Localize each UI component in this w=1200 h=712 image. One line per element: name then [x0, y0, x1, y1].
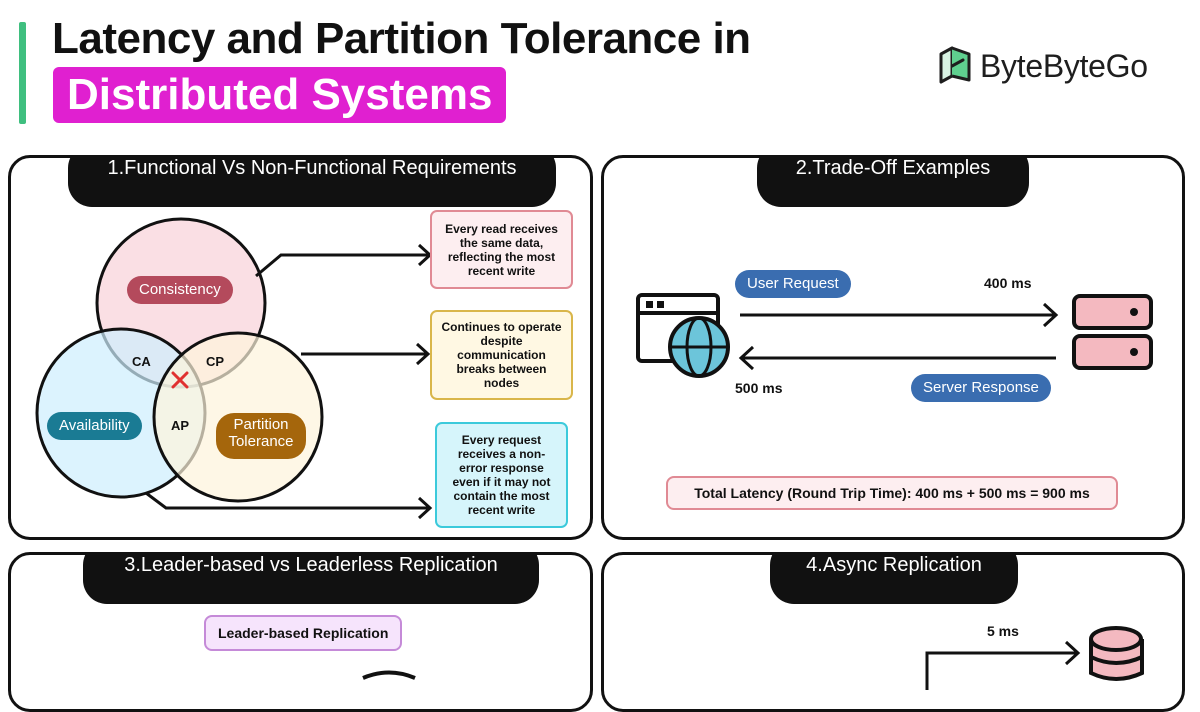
- note-consistency: Every read receives the same data, refle…: [430, 210, 573, 289]
- note-availability: Every request receives a non-error respo…: [435, 422, 568, 528]
- bytebytego-logo-icon: [939, 46, 971, 84]
- replication-arrow: [925, 651, 1077, 690]
- note-partition-tolerance: Continues to operate despite communicati…: [430, 310, 573, 400]
- cp-region-label: CP: [206, 354, 225, 369]
- arrow-availability: [145, 491, 429, 510]
- consistency-label: Consistency: [127, 276, 233, 304]
- async-diagram: [925, 626, 1144, 690]
- database-icon: [1089, 626, 1144, 681]
- partition-tolerance-label: Partition Tolerance: [216, 413, 306, 459]
- ca-region-label: CA: [132, 354, 151, 369]
- accent-bar: [19, 22, 26, 124]
- trade-off-diagram: [636, 293, 1153, 378]
- panel-trade-off: 2.Trade-Off Examples User Request 400 ms…: [601, 155, 1185, 540]
- page-title: Latency and Partition Tolerance in: [52, 14, 751, 63]
- arrow-consistency: [255, 253, 429, 278]
- panel-replication: 3.Leader-based vs Leaderless Replication…: [8, 552, 593, 712]
- leader-node-partial: [362, 670, 416, 680]
- server-response-label: Server Response: [911, 374, 1051, 402]
- server-icon: [1072, 294, 1153, 370]
- availability-label: Availability: [47, 412, 142, 440]
- delay-label: 5 ms: [987, 623, 1019, 639]
- user-request-label: User Request: [735, 270, 851, 298]
- ap-region-label: AP: [171, 418, 190, 433]
- browser-globe-icon: [636, 293, 730, 378]
- panel-async-replication: 4.Async Replication 5 ms: [601, 552, 1185, 712]
- panel-title: 2.Trade-Off Examples: [757, 158, 1029, 207]
- x-mark-icon: [171, 371, 189, 389]
- panel-title: 3.Leader-based vs Leaderless Replication: [83, 555, 539, 604]
- page-title-highlight: Distributed Systems: [53, 67, 507, 123]
- panel-cap-requirements: 1.Functional Vs Non-Functional Requireme…: [8, 155, 593, 540]
- logo-text: ByteByteGo: [980, 47, 1148, 84]
- leader-based-label: Leader-based Replication: [204, 615, 403, 651]
- brand-logo: ByteByteGo: [938, 44, 1148, 88]
- panel-title: 4.Async Replication: [770, 555, 1018, 604]
- request-time-label: 400 ms: [984, 275, 1032, 291]
- response-time-label: 500 ms: [735, 380, 783, 396]
- total-latency-box: Total Latency (Round Trip Time): 400 ms …: [666, 476, 1118, 510]
- panel-title: 1.Functional Vs Non-Functional Requireme…: [68, 158, 556, 207]
